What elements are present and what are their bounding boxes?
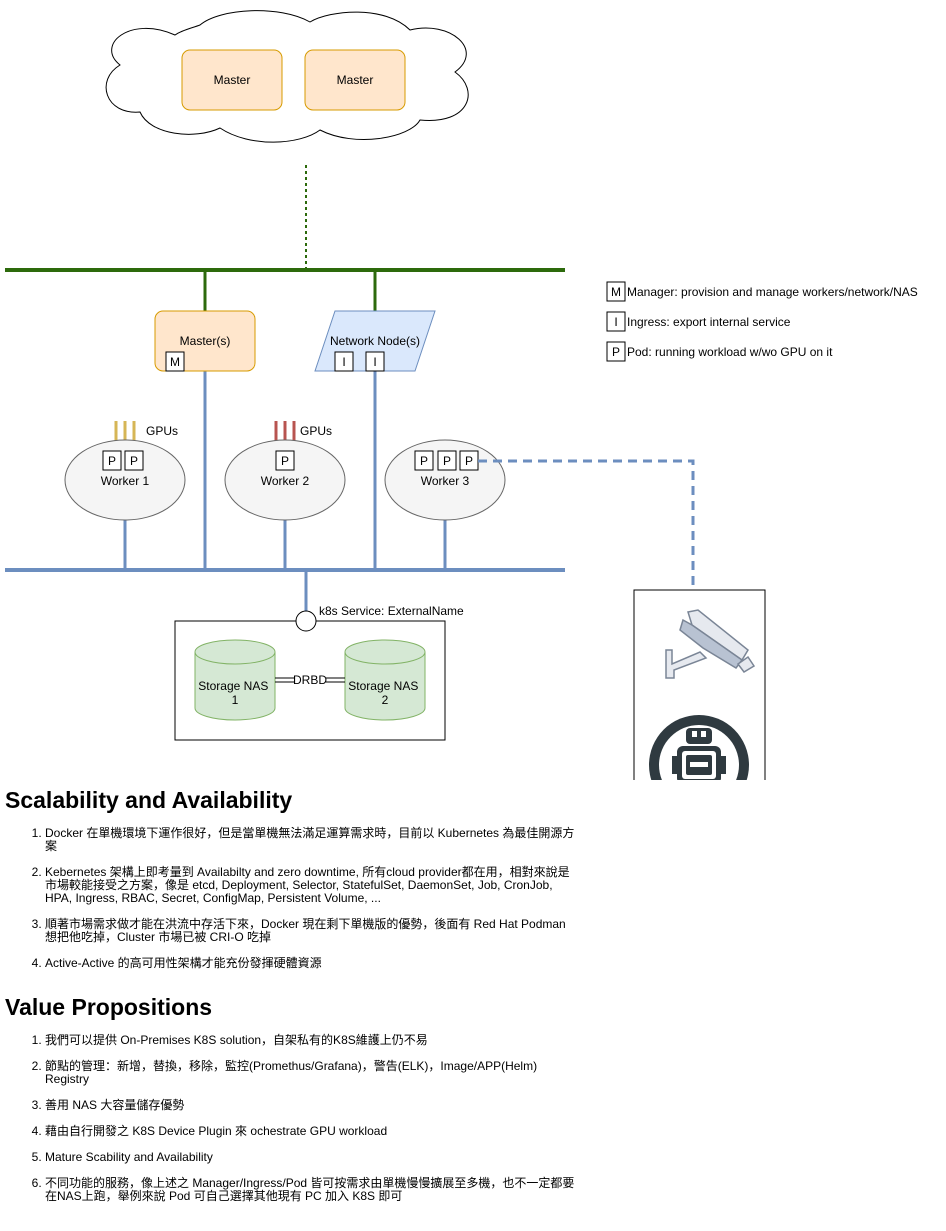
legend-text-i: Ingress: export internal service bbox=[627, 315, 791, 329]
worker-1-label: Worker 1 bbox=[101, 474, 150, 488]
pod-tag: P bbox=[281, 454, 289, 468]
ingress-tag-2: I bbox=[373, 355, 376, 369]
legend-text-p: Pod: running workload w/wo GPU on it bbox=[627, 345, 833, 359]
pod-tag: P bbox=[130, 454, 138, 468]
ingress-tag-1: I bbox=[342, 355, 345, 369]
scalability-list: Docker 在單機環境下運作很好，但是當單機無法滿足運算需求時，目前以 Kub… bbox=[5, 827, 575, 970]
worker-2: GPUs P Worker 2 bbox=[224, 421, 346, 521]
scalability-section: Scalability and Availability Docker 在單機環… bbox=[5, 786, 575, 970]
list-item: 節點的管理：新增，替換，移除，監控(Promethus/Grafana)，警告(… bbox=[45, 1060, 575, 1086]
storage-nas-2-label-text: Storage NAS bbox=[348, 679, 418, 693]
list-item: 善用 NAS 大容量儲存優勢 bbox=[45, 1099, 575, 1112]
list-item: 我們可以提供 On-Premises K8S solution，自架私有的K8S… bbox=[45, 1034, 575, 1047]
list-item: Docker 在單機環境下運作很好，但是當單機無法滿足運算需求時，目前以 Kub… bbox=[45, 827, 575, 853]
network-node-label: Network Node(s) bbox=[330, 334, 420, 348]
storage-nas-2-label-text-line-2: 2 bbox=[382, 693, 389, 707]
storage-nas-1-label: Storage NAS 1 bbox=[198, 679, 271, 707]
masters-label: Master(s) bbox=[180, 334, 231, 348]
legend: M Manager: provision and manage workers/… bbox=[606, 281, 918, 362]
service-label: k8s Service: ExternalName bbox=[319, 604, 464, 618]
cloud-master-label-2: Master bbox=[337, 73, 374, 87]
storage-nas-1-label-text-line-2: 1 bbox=[232, 693, 239, 707]
pod-tag: P bbox=[443, 454, 451, 468]
list-item: Active-Active 的高可用性架構才能充份發揮硬體資源 bbox=[45, 957, 575, 970]
list-item: Mature Scability and Availability bbox=[45, 1151, 575, 1164]
legend-key-i: I bbox=[614, 315, 617, 329]
list-item: 順著市場需求做才能在洪流中存活下來，Docker 現在剩下單機版的優勢，後面有 … bbox=[45, 918, 575, 944]
drbd-link: DRBD bbox=[275, 673, 345, 687]
storage-nas-2: Storage NAS 2 bbox=[344, 639, 426, 721]
external-device-link bbox=[478, 459, 695, 590]
worker-3-label: Worker 3 bbox=[421, 474, 470, 488]
manager-tag: M bbox=[170, 355, 180, 369]
worker-3: P P P Worker 3 bbox=[384, 439, 506, 521]
worker-2-label: Worker 2 bbox=[261, 474, 310, 488]
list-item: Kebernetes 架構上即考量到 Availabilty and zero … bbox=[45, 866, 575, 905]
storage-nas-1-label-text: Storage NAS bbox=[198, 679, 268, 693]
network-node-box: Network Node(s) I I bbox=[314, 310, 436, 372]
legend-key-m: M bbox=[611, 285, 621, 299]
value-list: 我們可以提供 On-Premises K8S solution，自架私有的K8S… bbox=[5, 1034, 575, 1203]
pod-tag: P bbox=[108, 454, 116, 468]
drbd-label: DRBD bbox=[293, 673, 327, 687]
cloud-master-box-2: Master bbox=[304, 49, 406, 111]
list-item: 藉由自行開發之 K8S Device Plugin 來 ochestrate G… bbox=[45, 1125, 575, 1138]
gpus-label-1: GPUs bbox=[146, 424, 178, 438]
legend-text-m: Manager: provision and manage workers/ne… bbox=[627, 285, 918, 299]
scalability-title: Scalability and Availability bbox=[5, 787, 293, 813]
legend-key-p: P bbox=[612, 345, 620, 359]
storage-nas-1: Storage NAS 1 bbox=[194, 639, 276, 721]
worker-1: GPUs P P Worker 1 bbox=[64, 421, 186, 521]
cloud-master-label-1: Master bbox=[214, 73, 251, 87]
storage-nas-2-label: Storage NAS 2 bbox=[348, 679, 421, 707]
camera-icon bbox=[665, 609, 756, 679]
pod-tag: P bbox=[465, 454, 473, 468]
masters-box: Master(s) M bbox=[154, 310, 256, 372]
value-title: Value Propositions bbox=[5, 994, 213, 1020]
cloud-shape bbox=[105, 10, 469, 143]
k8s-architecture-diagram: Master Master Master(s) M Network Node(s… bbox=[5, 10, 918, 780]
list-item: 不同功能的服務，像上述之 Manager/Ingress/Pod 皆可按需求由單… bbox=[45, 1177, 575, 1203]
pod-tag: P bbox=[420, 454, 428, 468]
value-section: Value Propositions 我們可以提供 On-Premises K8… bbox=[5, 993, 575, 1203]
robot-icon bbox=[649, 715, 749, 780]
gpus-label-2: GPUs bbox=[300, 424, 332, 438]
cloud-master-box-1: Master bbox=[181, 49, 283, 111]
